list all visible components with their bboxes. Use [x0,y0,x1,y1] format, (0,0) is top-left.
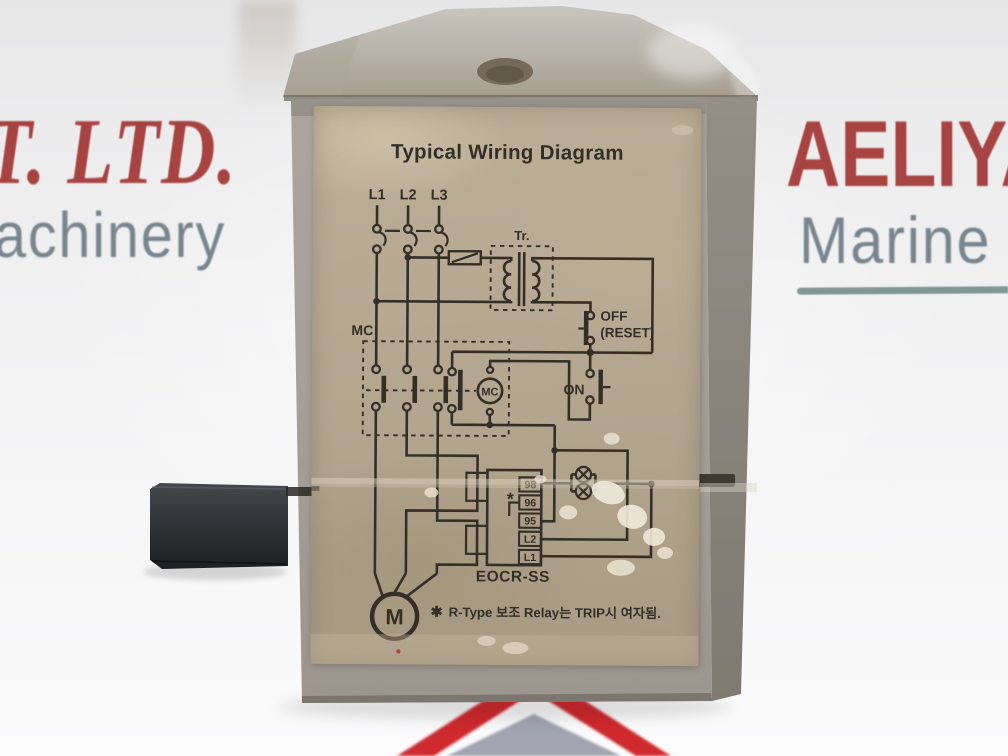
footnote-mark: ✱ [430,605,443,621]
phase-label-l3: L3 [431,188,448,204]
phase-label-l1: L1 [369,187,386,203]
terminal-95: 95 [524,516,536,528]
transformer-symbol: Tr. [376,228,655,353]
red-fleck [396,649,401,654]
on-button-symbol: ON [563,368,611,405]
wiring-diagram-label: Typical Wiring Diagram L1 L2 L3 [310,105,702,667]
contactor-label: MC [351,322,373,338]
ct-window-1 [465,471,488,502]
device-top-cap [283,6,758,108]
terminal-98: 98 [524,479,536,491]
ct-window-2 [464,524,488,555]
coil-label: MC [481,386,498,398]
off-button-symbol: OFF (RESET) [578,309,654,346]
coil-feed-wire [488,359,592,421]
control-node-wire [450,350,653,368]
mounting-clip [143,483,316,580]
terminal-96: 96 [524,497,536,509]
device-bottom-edge [302,693,712,703]
power-wires-lower [373,410,479,598]
logo-center-triangle [447,714,621,756]
contactor-group: MC MC [351,322,511,437]
wiring-diagram: Typical Wiring Diagram L1 L2 L3 [310,125,700,667]
device-side [706,97,757,701]
junction-dots [373,254,655,488]
watermark-left-line1: T. LTD. [0,100,238,204]
eocr-block: 98 96 95 L2 L1 * EOCR-SS [464,468,550,586]
watermark-right-line1: AELIYA [786,101,1008,206]
transformer-label: Tr. [514,228,529,243]
footnote-text: R-Type 보조 Relay는 TRIP시 여자됨. [449,604,661,621]
reset-slot [689,474,735,487]
terminal-l2: L2 [524,534,537,546]
label-wear-marks [310,125,700,667]
power-wires [374,253,441,366]
fuse-symbol [407,249,513,266]
terminal-asterisk: * [507,489,514,509]
phase-label-l2: L2 [400,187,417,203]
mechanical-link [365,389,476,392]
motor-symbol: M [369,591,420,642]
watermark-left-line2: achinery [0,199,227,271]
motor-label: M [385,604,403,629]
terminal-l1: L1 [524,552,537,564]
diagram-title: Typical Wiring Diagram [391,140,624,164]
label-crease-side [700,483,757,492]
off-label: OFF [600,309,627,324]
watermark-right-line2: Marine & [799,203,1008,277]
phase-labels: L1 L2 L3 [369,187,448,203]
breaker-symbol [371,205,449,255]
on-label: ON [563,381,584,397]
control-return-wires [450,412,653,559]
off-sublabel: (RESET) [600,325,654,340]
mc-coil-symbol: MC [476,365,504,417]
main-contacts [370,364,449,413]
relay-name: EOCR-SS [476,568,550,585]
